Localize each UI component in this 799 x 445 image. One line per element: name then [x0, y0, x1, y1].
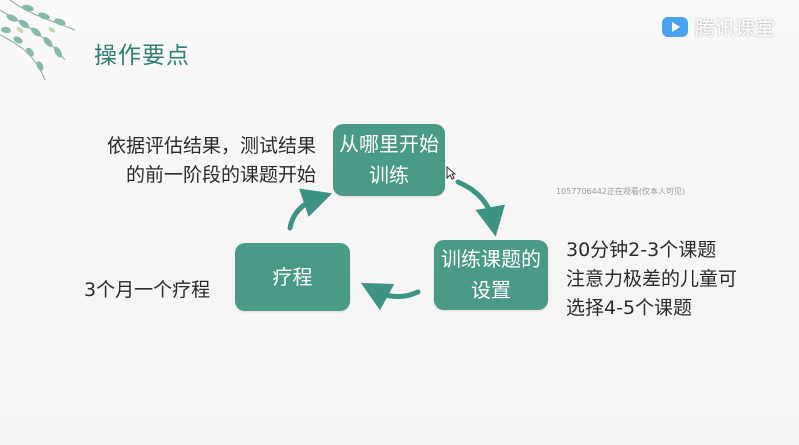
page-title: 操作要点: [94, 43, 190, 69]
brand-name: 腾讯课堂: [695, 16, 775, 40]
step-box-course: 疗程: [235, 243, 350, 311]
note-course-description: 3个月一个疗程: [84, 279, 211, 301]
note-topic-description: 30分钟2-3个课题 注意力极差的儿童可 选择4-5个课题: [566, 239, 738, 319]
viewer-watermark: 1057706442正在观看(仅本人可见): [556, 187, 686, 196]
arrow-topic-to-course-icon: [360, 282, 421, 311]
step-box-topic-setting: 训练课题的 设置: [434, 240, 548, 310]
tencent-classroom-play-icon: [661, 16, 689, 38]
arrow-start-to-topic-icon: [455, 179, 506, 237]
arrow-course-to-start-icon: [287, 188, 333, 231]
brand: 腾讯课堂: [661, 12, 775, 41]
mouse-cursor-icon: [446, 166, 456, 180]
step-box-start-training: 从哪里开始 训练: [333, 124, 445, 196]
note-start-description: 依据评估结果，测试结果 的前一阶段的课题开始: [106, 135, 316, 186]
plant-decoration-icon: [0, 0, 76, 81]
